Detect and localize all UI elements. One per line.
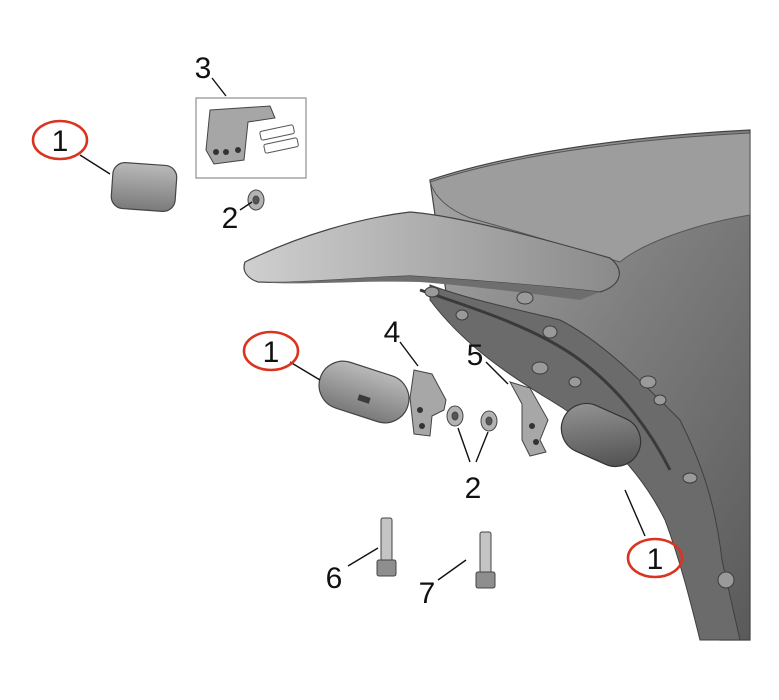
screw-6 <box>376 517 397 577</box>
reflector-top-left <box>110 162 178 212</box>
callout-1c: 1 <box>647 543 664 576</box>
leader-1a <box>79 154 111 175</box>
leader-2a <box>239 201 253 211</box>
adhesive-pads <box>259 124 299 154</box>
leader-lines <box>79 77 646 581</box>
callout-3: 3 <box>195 52 212 85</box>
callout-7: 7 <box>419 577 436 610</box>
callout-6: 6 <box>326 562 343 595</box>
highlight-ring-1c <box>626 537 684 579</box>
nut-right <box>480 410 498 432</box>
leader-4 <box>399 341 419 367</box>
leader-1b <box>289 361 321 381</box>
leader-1c <box>624 489 646 537</box>
leader-3 <box>211 77 227 97</box>
highlight-ring-1b <box>242 330 300 372</box>
reflector-right <box>560 402 642 468</box>
fin-underside <box>258 276 600 300</box>
bracket-part <box>205 105 276 165</box>
nut-top <box>247 189 265 211</box>
mounting-studs <box>424 286 735 589</box>
callout-2a: 2 <box>222 202 239 235</box>
reflector-bracket-4 <box>409 369 447 437</box>
nut-left <box>446 405 464 427</box>
nuts <box>247 189 498 432</box>
callout-2b: 2 <box>465 472 482 505</box>
leader-2b-right <box>475 431 489 463</box>
bracket-inset <box>195 97 307 179</box>
highlight-rings <box>31 119 684 579</box>
callout-labels: 1 1 1 2 2 3 4 5 6 7 <box>52 52 664 610</box>
callout-1b: 1 <box>263 336 280 369</box>
leader-2b-left <box>457 427 471 463</box>
reflector-mid <box>318 360 410 424</box>
callout-5: 5 <box>467 339 484 372</box>
leader-7 <box>437 559 467 581</box>
fender-upper-shell <box>429 132 751 263</box>
callout-1a: 1 <box>52 125 69 158</box>
rear-fender-assembly <box>243 129 751 641</box>
callout-4: 4 <box>384 316 401 349</box>
fender-rail <box>419 288 672 471</box>
reflector-bracket-5 <box>508 381 549 457</box>
leader-5 <box>485 361 509 385</box>
leader-6 <box>347 547 379 567</box>
screw-7 <box>475 531 496 589</box>
highlight-ring-1a <box>31 119 89 161</box>
fender-lower-skirt <box>429 284 741 641</box>
